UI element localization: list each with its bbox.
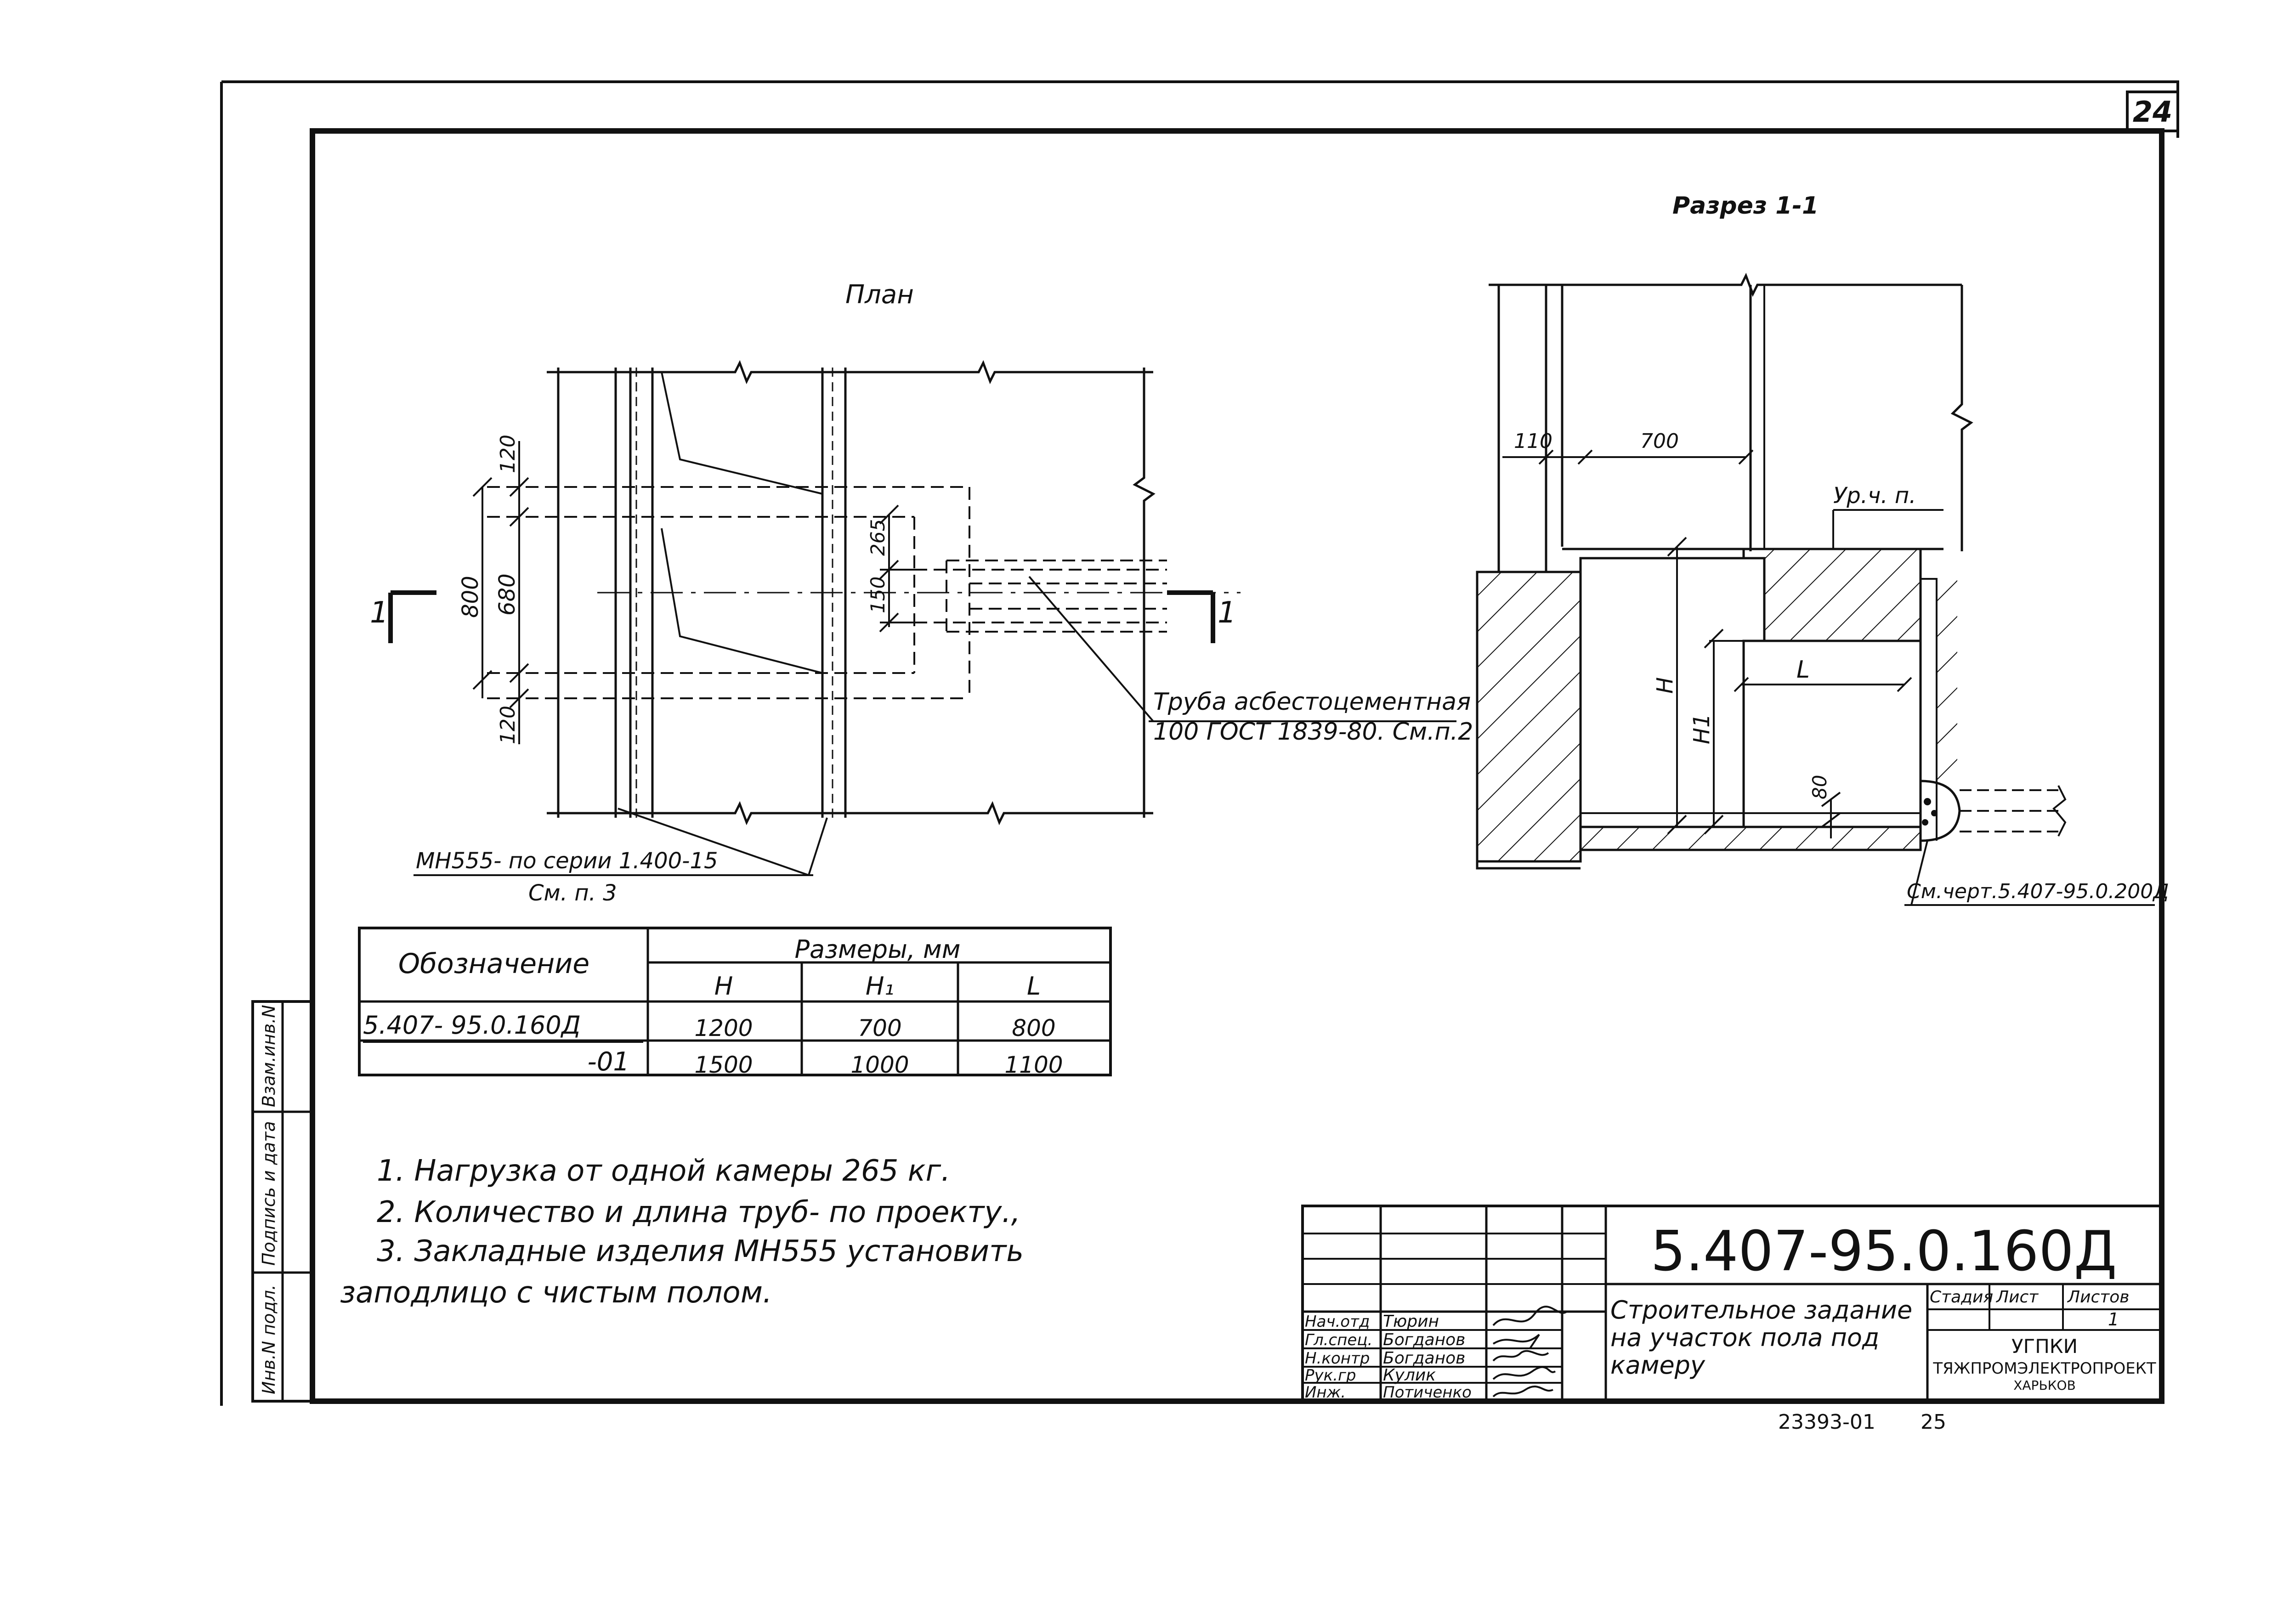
table-subheader-H1: H₁ bbox=[866, 972, 894, 1001]
chamber-hidden-outline bbox=[487, 486, 970, 699]
section-dim-700: 700 bbox=[1640, 430, 1679, 453]
mh555-callout-line2: См. п. 3 bbox=[528, 880, 617, 906]
table-subheader-H: H bbox=[714, 972, 733, 1001]
plan-dim-800: 800 bbox=[458, 576, 483, 618]
sheet-label: Лист bbox=[1995, 1288, 2039, 1307]
title-block: 5.407-95.0.160Д Строительное задание на … bbox=[1301, 1205, 2163, 1403]
dimensions-table: Обозначение Размеры, мм H H₁ L 5.407- 95… bbox=[358, 927, 1112, 1078]
plan-dim-680: 680 bbox=[494, 573, 520, 616]
pipe-callout-line2: 100 ГОСТ 1839-80. См.п.2 bbox=[1153, 718, 1473, 746]
drawing-title-line3: камеру bbox=[1610, 1351, 1705, 1380]
signer-role: Н.контр bbox=[1305, 1349, 1370, 1368]
sheet-number: 24 bbox=[2133, 95, 2172, 129]
table-row-L: 800 bbox=[1012, 1015, 1055, 1041]
signer-role: Инж. bbox=[1305, 1383, 1346, 1402]
signature-scribbles bbox=[1492, 1306, 1568, 1398]
drawing-title-line1: Строительное задание bbox=[1610, 1296, 1912, 1324]
table-row-designation: -01 bbox=[588, 1047, 629, 1077]
signer-name: Тюрин bbox=[1383, 1312, 1439, 1331]
cut-marker-left: 1 bbox=[370, 590, 436, 643]
table-header-sizes: Размеры, мм bbox=[794, 935, 960, 964]
concrete-left bbox=[1476, 571, 1582, 863]
plan-title: План bbox=[845, 280, 914, 310]
table-subheader-L: L bbox=[1027, 972, 1041, 1001]
section-title: Разрез 1-1 bbox=[1672, 192, 1819, 220]
pipe-callout-line1: Труба асбестоцементная bbox=[1153, 688, 1471, 716]
plan-view: План bbox=[370, 280, 1473, 906]
archive-number: 23393-01 bbox=[1778, 1410, 1875, 1434]
note-2: 2. Количество и длина труб- по проекту., bbox=[377, 1195, 1020, 1229]
signer-name: Кулик bbox=[1383, 1366, 1436, 1385]
note-3: 3. Закладные изделия МН555 установить bbox=[377, 1234, 1024, 1268]
stamp-podpis: Подпись и дата bbox=[259, 1121, 279, 1266]
signer-name: Потиченко bbox=[1383, 1383, 1472, 1402]
stamp-vzam: Взам.инв.N bbox=[259, 1005, 279, 1107]
svg-text:1: 1 bbox=[370, 596, 389, 630]
page-number: 25 bbox=[1921, 1410, 1946, 1434]
drawing-code: 5.407-95.0.160Д bbox=[1651, 1220, 2117, 1284]
cut-marker-right: 1 bbox=[1167, 590, 1236, 643]
svg-text:1: 1 bbox=[1218, 596, 1236, 630]
right-hatch bbox=[1937, 579, 1957, 781]
table-row-designation: 5.407- 95.0.160Д bbox=[363, 1011, 581, 1040]
plan-dim-120-top: 120 bbox=[496, 435, 520, 473]
sheet-number-box bbox=[2126, 91, 2179, 132]
table-row-H1: 700 bbox=[858, 1015, 901, 1041]
sheets-label: Листов bbox=[2067, 1288, 2129, 1307]
note-3-cont: заподлицо с чистым полом. bbox=[340, 1276, 772, 1310]
org-line2: ТЯЖПРОМЭЛЕКТРОПРОЕКТ bbox=[1932, 1359, 2156, 1378]
mh555-callout-line1: МН555- по серии 1.400-15 bbox=[416, 848, 718, 874]
sheets-value: 1 bbox=[2108, 1309, 2119, 1330]
plan-dim-150: 150 bbox=[867, 577, 889, 613]
pipe-section bbox=[1960, 789, 2058, 832]
stage-label: Стадия bbox=[1930, 1288, 1993, 1307]
signer-role: Гл.спец. bbox=[1305, 1331, 1372, 1349]
chamber-section bbox=[1579, 557, 1766, 828]
pipe-plan bbox=[914, 560, 1167, 633]
table-header-designation: Обозначение bbox=[398, 948, 589, 980]
org-line1: УГПКИ bbox=[2011, 1335, 2078, 1358]
plan-dims-left bbox=[472, 441, 529, 744]
signer-role: Нач.отд bbox=[1305, 1313, 1370, 1331]
section-dim-80: 80 bbox=[1808, 775, 1831, 799]
concrete-bottom bbox=[1579, 826, 1922, 851]
signer-name: Богданов bbox=[1383, 1330, 1465, 1349]
table-row-H1: 1000 bbox=[850, 1052, 909, 1078]
section-dim-H: H bbox=[1652, 677, 1678, 694]
plan-dim-120-bottom: 120 bbox=[496, 706, 520, 744]
org-line3: ХАРЬКОВ bbox=[2013, 1378, 2076, 1393]
floor-level-label: Ур.ч. п. bbox=[1833, 483, 1916, 509]
side-stamp: Инв.N подл. Подпись и дата Взам.инв.N bbox=[251, 1000, 314, 1403]
section-dim-H1: H1 bbox=[1689, 713, 1715, 744]
plan-dim-265: 265 bbox=[867, 519, 889, 556]
notes: 1. Нагрузка от одной камеры 265 кг. 2. К… bbox=[340, 1154, 1024, 1310]
table-row-H: 1500 bbox=[694, 1052, 753, 1078]
drawing-title-line2: на участок пола под bbox=[1610, 1323, 1879, 1352]
table-row-L: 1100 bbox=[1004, 1052, 1063, 1078]
concrete-right bbox=[1742, 548, 1922, 642]
signer-name: Богданов bbox=[1383, 1349, 1465, 1368]
signer-role: Рук.гр bbox=[1305, 1366, 1356, 1385]
table-row-H: 1200 bbox=[694, 1015, 753, 1041]
section-view: Разрез 1-1 110 700 Ур.ч. п. bbox=[1476, 192, 2169, 906]
note-1: 1. Нагрузка от одной камеры 265 кг. bbox=[377, 1154, 950, 1188]
section-dim-L: L bbox=[1796, 656, 1810, 684]
ref-drawing-callout: См.черт.5.407-95.0.200Д bbox=[1907, 880, 2169, 903]
section-dim-110: 110 bbox=[1514, 430, 1552, 453]
plan-dims-pipe bbox=[879, 504, 914, 633]
stamp-inv-podl: Инв.N подл. bbox=[259, 1284, 279, 1394]
